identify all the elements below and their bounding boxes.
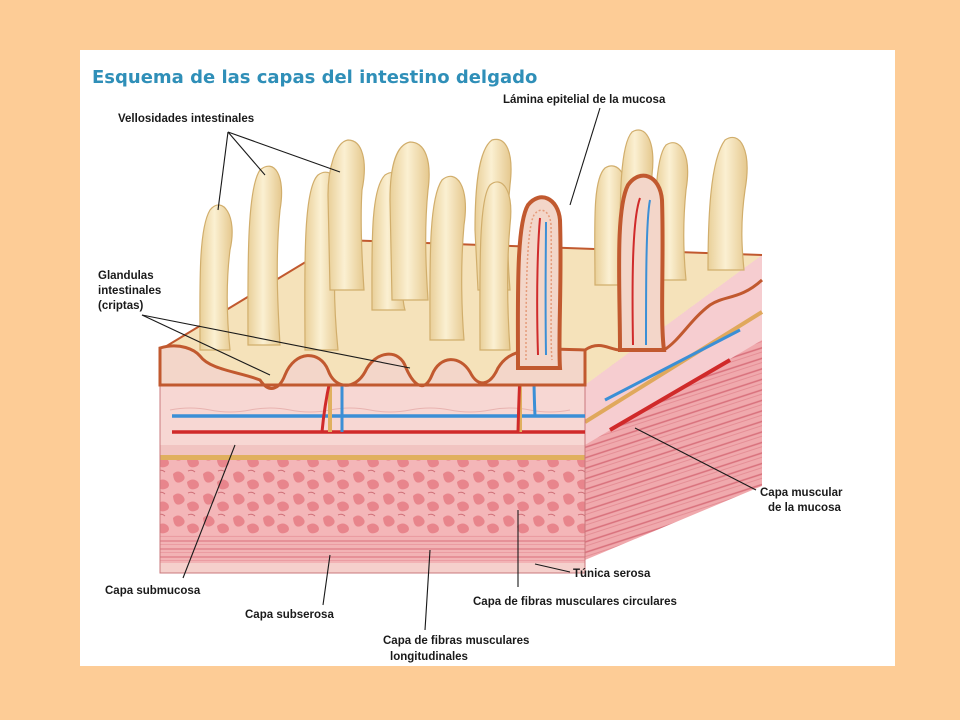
labels: Vellosidades intestinales Lámina epiteli…	[98, 94, 843, 663]
villi	[199, 129, 748, 351]
villus	[389, 141, 430, 301]
label-vellosidades: Vellosidades intestinales	[118, 113, 254, 125]
villus	[247, 165, 283, 346]
label-capa-subserosa: Capa subserosa	[245, 609, 334, 621]
leader-lines	[141, 107, 757, 631]
label-fibras-longitudinales-1: Capa de fibras musculares	[383, 635, 529, 647]
serosa-layer	[160, 563, 585, 573]
villus	[429, 175, 466, 341]
side-crypts-edge	[584, 278, 764, 352]
intestine-layers-diagram: Esquema de las capas del intestino delga…	[92, 67, 843, 663]
label-fibras-circulares: Capa de fibras musculares circulares	[473, 596, 677, 608]
sectioned-villi	[515, 173, 667, 370]
villus	[707, 136, 748, 271]
nerve-band	[160, 455, 585, 460]
label-capa-submucosa: Capa submucosa	[105, 585, 201, 597]
sectioned-villus	[515, 195, 563, 370]
sectioned-villus-side	[617, 173, 667, 352]
label-capa-muscular-1: Capa muscular	[760, 487, 843, 499]
label-glandulas-1: Glandulas	[98, 270, 154, 282]
villus	[479, 181, 512, 351]
label-tunica-serosa: Túnica serosa	[573, 568, 651, 580]
villus	[199, 204, 233, 351]
villus	[327, 139, 365, 291]
diagram-title: Esquema de las capas del intestino delga…	[92, 67, 537, 88]
circular-muscle-layer	[160, 460, 585, 535]
label-fibras-longitudinales-2: longitudinales	[390, 651, 468, 663]
label-glandulas-3: (criptas)	[98, 300, 144, 312]
diagram-panel: Esquema de las capas del intestino delga…	[80, 50, 895, 666]
crypts-edge	[158, 344, 587, 390]
label-lamina-epitelial: Lámina epitelial de la mucosa	[503, 94, 666, 106]
label-capa-muscular-2: de la mucosa	[768, 502, 841, 514]
label-glandulas-2: intestinales	[98, 285, 161, 297]
longitudinal-muscle-layer	[160, 535, 585, 563]
